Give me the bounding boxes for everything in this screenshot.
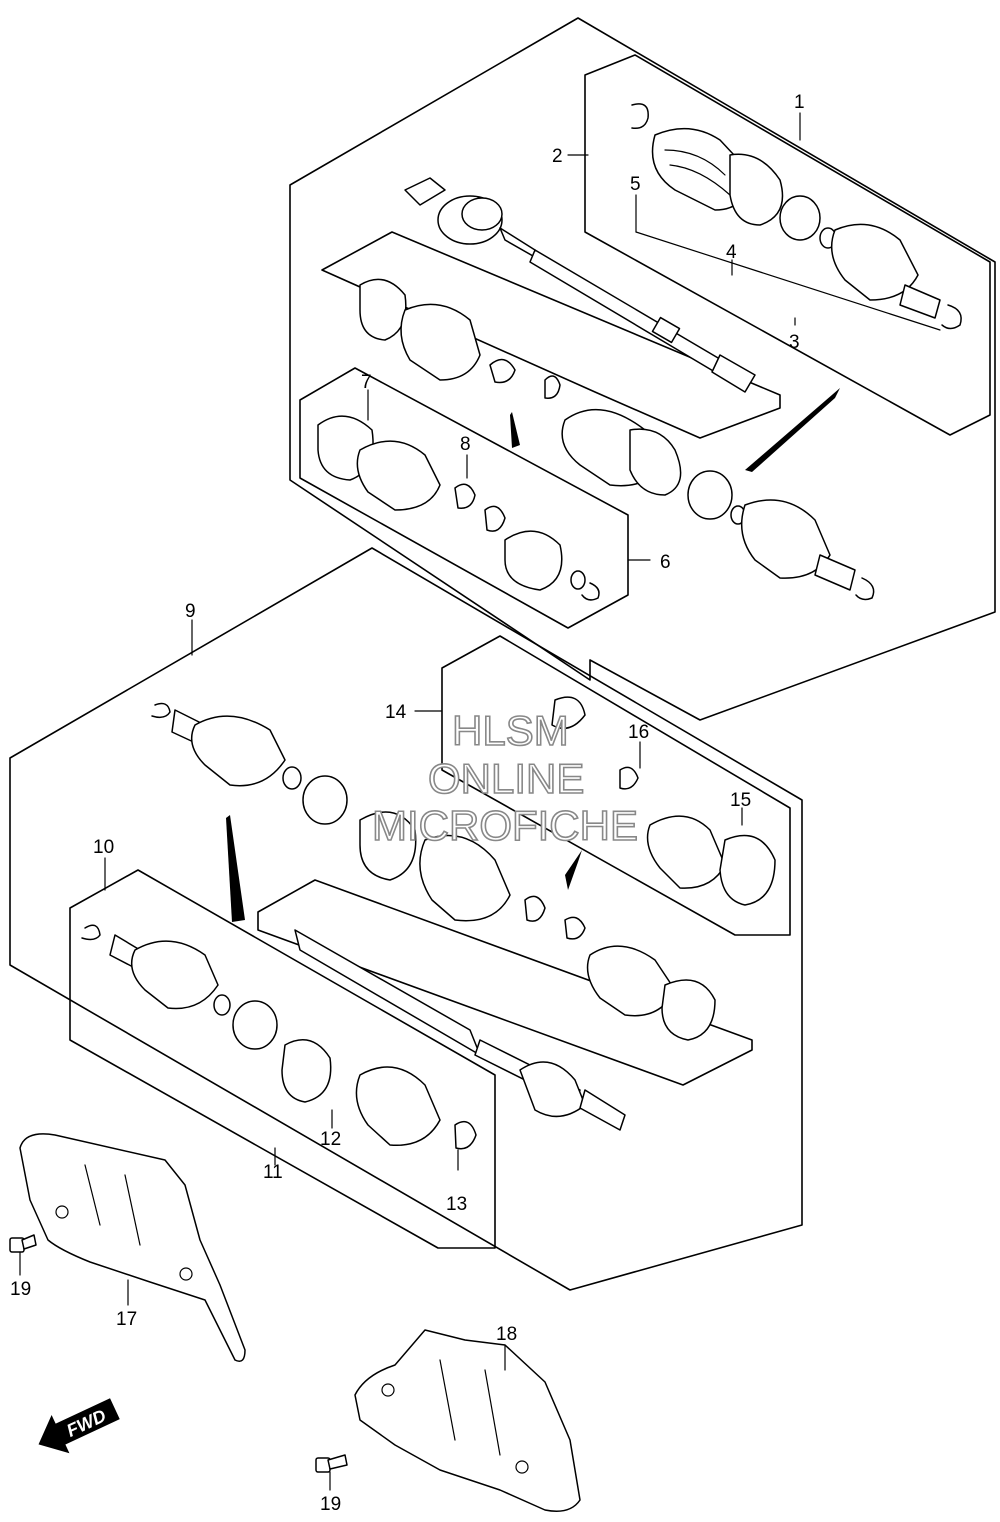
watermark-line-3: MICROFICHE [372,802,638,849]
heat-shield-18 [354,1329,581,1512]
outer-cv-boot-upper [631,103,962,330]
callout-4: 4 [726,242,737,263]
callout-3: 3 [789,332,800,353]
watermark-line-1: HLSM [452,707,569,754]
fwd-direction-badge: FWD [38,1398,120,1454]
callout-19-left: 19 [10,1279,31,1300]
callout-6: 6 [660,552,671,573]
callout-13: 13 [446,1194,467,1215]
callout-15: 15 [730,790,751,811]
callout-10: 10 [93,837,114,858]
callout-16: 16 [628,722,649,743]
callout-8: 8 [460,434,471,455]
inner-cv-kit-parts [81,924,477,1150]
boot-kit-parts [359,278,875,601]
lower-drive-shaft [151,702,626,1131]
heat-shield-17 [19,1133,246,1362]
callout-labels: 1 2 5 4 3 7 8 6 9 14 16 15 10 12 11 13 1… [10,92,805,1515]
callout-5: 5 [630,174,641,195]
outer-boot-kit-parts-lower [551,696,776,1041]
watermark-line-2: ONLINE [428,755,584,802]
watermark: HLSM ONLINE MICROFICHE [371,706,639,850]
upper-assembly-frame [289,17,996,721]
callout-12: 12 [320,1129,341,1150]
inner-boot-kit-parts [317,412,600,601]
sub-frame-boot-kit [321,231,781,439]
callout-17: 17 [116,1309,137,1330]
sub-frame-outer-boot-kit [441,635,791,936]
sub-frame-inner-boot-kit [299,367,629,629]
fwd-arrow-icon [38,1398,120,1454]
callout-7: 7 [361,372,372,393]
upper-drive-shaft [404,177,756,393]
lower-assembly-frame [9,547,803,1291]
sub-frame-shaft [257,879,753,1086]
callout-14: 14 [385,702,407,723]
leader-lines [19,112,941,1491]
callout-2: 2 [552,146,563,167]
callout-1: 1 [794,92,805,113]
callout-9: 9 [185,601,196,622]
sub-frame-cv-joint-kit [584,54,991,436]
bolt-19-bottom [315,1454,348,1473]
callout-11: 11 [263,1162,283,1183]
callout-18: 18 [496,1324,517,1345]
bolt-19-left [9,1234,37,1253]
sub-frame-inner-cv-kit [69,869,496,1249]
callout-19-bottom: 19 [320,1494,341,1515]
